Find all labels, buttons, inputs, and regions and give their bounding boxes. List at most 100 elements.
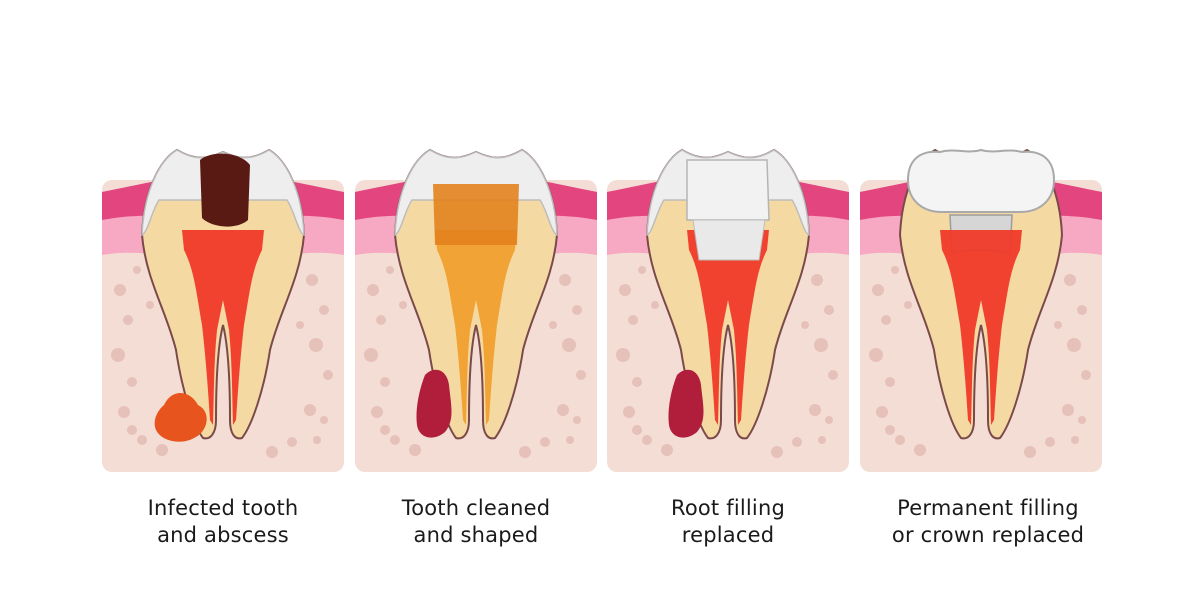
bone-spot	[364, 348, 378, 362]
bone-spot	[1045, 437, 1055, 447]
bone-spot	[876, 406, 888, 418]
bone-spot	[296, 321, 304, 329]
bone-spot	[127, 425, 137, 435]
bone-spot	[1071, 436, 1079, 444]
bone-spot	[380, 425, 390, 435]
bone-spot	[287, 437, 297, 447]
bone-spot	[127, 377, 137, 387]
bone-spot	[320, 416, 328, 424]
caption-line: Infected tooth	[147, 496, 299, 520]
bone-spot	[828, 370, 838, 380]
bone-spot	[1062, 404, 1074, 416]
caption-line: replaced	[681, 523, 775, 547]
bone-spot	[576, 370, 586, 380]
root-canal-pulp	[435, 230, 517, 425]
bone-spot	[559, 274, 571, 286]
tooth-illustration-cleaned	[355, 148, 597, 472]
bone-spot	[133, 266, 141, 274]
abscess	[154, 392, 207, 442]
panel-crowned	[860, 120, 1102, 472]
bone-spot	[914, 444, 926, 456]
bone-spot	[123, 315, 133, 325]
bone-spot	[616, 348, 630, 362]
bone-spot	[771, 446, 783, 458]
caption-root-filled: Root filling replaced	[578, 495, 878, 549]
bone-spot	[814, 338, 828, 352]
bone-spot	[390, 435, 400, 445]
bone-spot	[1064, 274, 1076, 286]
caption-line: Tooth cleaned	[401, 496, 551, 520]
bone-spot	[519, 446, 531, 458]
bone-spot	[118, 406, 130, 418]
caption-line: Permanent filling	[897, 496, 1079, 520]
bone-spot	[156, 444, 168, 456]
bone-spot	[885, 425, 895, 435]
bone-spot	[371, 406, 383, 418]
bone-spot	[792, 437, 802, 447]
bone-spot	[376, 315, 386, 325]
bone-spot	[885, 377, 895, 387]
bone-spot	[409, 444, 421, 456]
panel-root-filled	[607, 120, 849, 472]
bone-spot	[1024, 446, 1036, 458]
bone-spot	[869, 348, 883, 362]
temporary-filling	[686, 159, 770, 221]
bone-spot	[623, 406, 635, 418]
bone-spot	[891, 266, 899, 274]
bone-spot	[566, 436, 574, 444]
bone-spot	[638, 266, 646, 274]
abscess	[416, 369, 452, 438]
root-canal-pulp	[940, 230, 1022, 425]
caption-line: Root filling	[670, 496, 786, 520]
root-canal-pulp	[182, 230, 264, 425]
bone-spot	[367, 284, 379, 296]
bone-spot	[661, 444, 673, 456]
bone-spot	[632, 377, 642, 387]
bone-spot	[895, 435, 905, 445]
bone-spot	[572, 305, 582, 315]
bone-spot	[904, 301, 912, 309]
bone-spot	[1078, 416, 1086, 424]
bone-spot	[825, 416, 833, 424]
cleaned-chamber	[433, 184, 519, 245]
bone-spot	[562, 338, 576, 352]
bone-spot	[573, 416, 581, 424]
bone-spot	[557, 404, 569, 416]
bone-spot	[309, 338, 323, 352]
caption-crowned: Permanent filling or crown replaced	[838, 495, 1138, 549]
root-canal-pulp	[687, 230, 769, 425]
bone-spot	[306, 274, 318, 286]
bone-spot	[266, 446, 278, 458]
bone-spot	[549, 321, 557, 329]
bone-spot	[872, 284, 884, 296]
bone-spot	[137, 435, 147, 445]
bone-spot	[304, 404, 316, 416]
bone-spot	[1054, 321, 1062, 329]
bone-spot	[824, 305, 834, 315]
bone-spot	[632, 425, 642, 435]
bone-spot	[540, 437, 550, 447]
caption-line: and shaped	[413, 523, 539, 547]
bone-spot	[651, 301, 659, 309]
panel-cleaned	[355, 120, 597, 472]
bone-spot	[809, 404, 821, 416]
tooth-illustration-root-filled	[607, 148, 849, 472]
bone-spot	[386, 266, 394, 274]
panel-infected	[102, 120, 344, 472]
bone-spot	[323, 370, 333, 380]
decay-cavity	[200, 153, 250, 227]
bone-spot	[1077, 305, 1087, 315]
caption-line: and abscess	[157, 523, 289, 547]
bone-spot	[628, 315, 638, 325]
bone-spot	[111, 348, 125, 362]
bone-spot	[801, 321, 809, 329]
filling-core	[692, 219, 766, 261]
bone-spot	[619, 284, 631, 296]
bone-spot	[146, 301, 154, 309]
caption-cleaned: Tooth cleaned and shaped	[326, 495, 626, 549]
caption-infected: Infected tooth and abscess	[73, 495, 373, 549]
bone-spot	[881, 315, 891, 325]
bone-spot	[399, 301, 407, 309]
abscess	[668, 369, 704, 438]
